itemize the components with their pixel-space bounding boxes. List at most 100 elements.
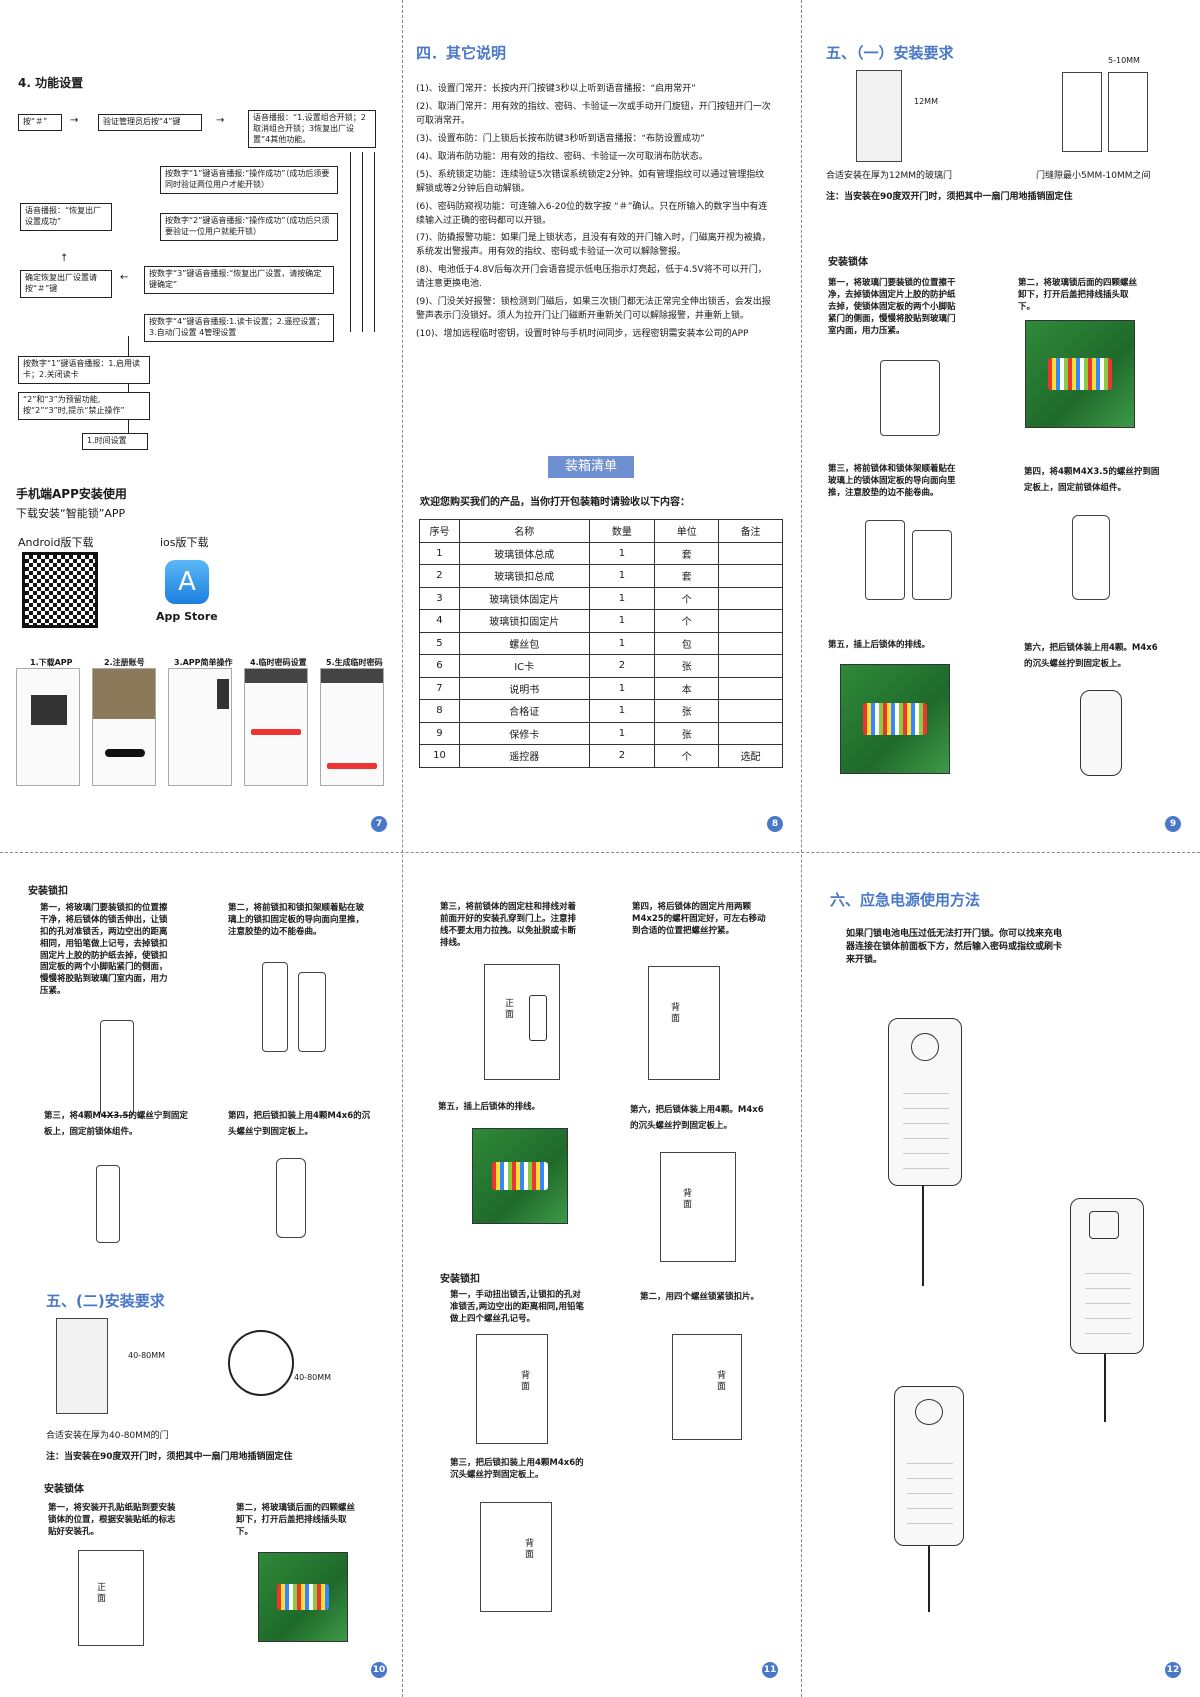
strike-step-2: 第二，将前锁扣和锁扣架顺着贴在玻璃上的锁扣固定板的导向面向里推，注意胶垫的边不能… xyxy=(228,903,365,937)
table-cell: 本 xyxy=(654,676,720,700)
table-cell: 张 xyxy=(654,654,720,678)
table-cell xyxy=(718,631,783,655)
step-label-4: 4.临时密码设置 xyxy=(250,658,307,667)
table-cell: 玻璃锁扣总成 xyxy=(458,564,590,588)
arrow-up-icon: ↑ xyxy=(60,253,69,264)
note-item: (10)、增加远程临时密钥，设置时钟与手机时间同步，远程密钥需安装本公司的APP xyxy=(416,329,749,340)
dim-gap: 5-10MM xyxy=(1108,56,1140,65)
door-step-4: 第四，将后锁体的固定片用两颗M4x25的螺杆固定好，可左右移动到合适的位置把螺丝… xyxy=(632,902,766,936)
function-setting-title: 4. 功能设置 xyxy=(18,76,84,90)
page-number-8: 8 xyxy=(767,816,783,832)
flow-line xyxy=(374,152,375,332)
page-number-7: 7 xyxy=(371,816,387,832)
flow-box-voice: 语音播报：“1.设置组合开锁；2取消组合开锁；3恢复出厂设置”4其他功能。 xyxy=(248,110,376,149)
zoom-detail-illustration xyxy=(228,1330,294,1396)
emergency-power-title: 六、应急电源使用方法 xyxy=(830,891,981,909)
page-number-10: 10 xyxy=(371,1662,387,1678)
app-title: 手机端APP安装使用 xyxy=(16,487,127,501)
table-cell: 3 xyxy=(419,586,460,610)
flow-line xyxy=(362,152,363,332)
body2-step-2: 第二，将玻璃锁后面的四颗螺丝卸下，打开后盖把排线插头取下。 xyxy=(236,1503,356,1537)
strike2-step-2: 第二，用四个螺丝锁紧锁扣片。 xyxy=(640,1292,760,1302)
door-back-illustration-4: 背面 xyxy=(672,1334,742,1440)
table-cell: 玻璃锁扣固定片 xyxy=(458,609,590,633)
table-cell: 1 xyxy=(588,541,656,565)
keypad-icon xyxy=(1085,1259,1131,1339)
table-cell: 2 xyxy=(588,654,656,678)
flow-box-confirm: 确定恢复出厂设置请按“＃”键 xyxy=(20,270,112,298)
cable-plug-photo xyxy=(840,664,950,774)
door-step-5: 第五，插上后锁体的排线。 xyxy=(438,1102,541,1112)
table-cell: 1 xyxy=(588,699,656,723)
table-cell: 包 xyxy=(654,631,720,655)
fingerprint-icon xyxy=(911,1033,939,1061)
circuit-photo xyxy=(1025,320,1135,428)
double-door-note: 注：当安装在90度双开门时，须把其中一扇门用地插销固定住 xyxy=(826,192,1073,202)
table-cell xyxy=(718,699,783,723)
note-item: (3)、设置布防：门上锁后长按布防键3秒听到语音播报：“布防设置成功” xyxy=(416,133,705,144)
other-notes-title: 四．其它说明 xyxy=(416,44,507,62)
note-item: (9)、门没关好报警：锁检测到门磁后，如果三次锁门都无法正常完全伸出锁舌，会发出… xyxy=(416,297,771,322)
table-cell: 张 xyxy=(654,721,720,745)
table-cell xyxy=(718,676,783,700)
table-cell: 个 xyxy=(654,586,720,610)
table-cell: 1 xyxy=(588,676,656,700)
smart-lock-illustration-3 xyxy=(894,1386,964,1546)
fold-line-1 xyxy=(402,0,403,1697)
table-cell: 玻璃锁体固定片 xyxy=(458,586,590,610)
col-header: 单位 xyxy=(654,519,720,543)
door-front-illustration-2: 正面 xyxy=(484,964,560,1080)
charger-cable xyxy=(1104,1354,1106,1422)
door-back-illustration-5: 背面 xyxy=(480,1502,552,1612)
flow-box-verify: 验证管理员后按“4”键 xyxy=(98,114,202,131)
smart-lock-illustration-1 xyxy=(888,1018,962,1186)
phone-screenshot-2 xyxy=(92,668,156,786)
door-step-3: 第三，将前锁体的固定柱和排线对着前面开好的安装孔穿到门上。注意排线不要太用力拉拽… xyxy=(440,902,577,948)
table-cell: IC卡 xyxy=(458,654,590,678)
table-cell: 套 xyxy=(654,541,720,565)
android-label: Android版下载 xyxy=(18,536,94,549)
packing-list-title: 装箱清单 xyxy=(548,456,634,478)
col-header: 序号 xyxy=(419,519,460,543)
qr-code-icon[interactable] xyxy=(22,552,98,628)
install-body-subtitle: 安装锁体 xyxy=(828,257,868,268)
install-strike-subtitle-2: 安装锁扣 xyxy=(440,1274,480,1285)
strike2-step-3: 第三，把后锁扣装上用4颗M4x6的沉头螺丝拧到固定板上。 xyxy=(450,1458,584,1480)
back-label: 背面 xyxy=(671,1003,681,1024)
table-cell: 1 xyxy=(588,631,656,655)
dim-12mm: 12MM xyxy=(914,97,938,106)
strike-step-1: 第一，将玻璃门要装锁扣的位置擦干净，将后锁体的锁舌伸出，让锁扣的孔对准锁舌，两边… xyxy=(40,903,168,997)
table-cell: 合格证 xyxy=(458,699,590,723)
table-cell: 5 xyxy=(419,631,460,655)
door-right-illustration xyxy=(1108,72,1148,152)
fingerprint-icon xyxy=(915,1399,943,1425)
note-item: (7)、防撬报警功能：如果门是上锁状态，且没有有效的开门输入时，门磁离开视为被撬… xyxy=(416,233,771,258)
table-cell xyxy=(718,541,783,565)
strike2-step-1: 第一，手动扭出锁舌,让锁扣的孔对准锁舌,两边空出的距离相同,用铅笔做上四个螺丝孔… xyxy=(450,1290,584,1324)
body-step-2: 第二，将玻璃锁后面的四颗螺丝卸下，打开后盖把排线插头取下。 xyxy=(1018,278,1138,312)
page-number-9: 9 xyxy=(1165,816,1181,832)
table-cell: 8 xyxy=(419,699,460,723)
flow-box-card: 按数字“1”键语音播报：1.启用读卡；2.关闭读卡 xyxy=(18,356,150,384)
lock-frame-illustration xyxy=(865,520,905,600)
flow-box-reset-ok: 语音播报：“恢复出厂设置成功” xyxy=(20,203,112,231)
table-cell: 遥控器 xyxy=(458,744,590,768)
caption-door: 合适安装在厚为40-80MM的门 xyxy=(46,1431,169,1441)
note-item: (5)、系统锁定功能：连续验证5次错误系统锁定2分钟。如有管理指纹可以通过管理指… xyxy=(416,169,765,194)
table-cell: 1 xyxy=(588,564,656,588)
rear-lock-illustration xyxy=(1080,690,1122,776)
app-store-label[interactable]: App Store xyxy=(156,610,218,623)
strike-screws-illustration xyxy=(96,1165,120,1243)
back-label: 背面 xyxy=(521,1371,531,1392)
app-store-icon[interactable]: A xyxy=(165,560,209,604)
rear-strike-illustration xyxy=(276,1158,306,1238)
step-label-2: 2.注册账号 xyxy=(104,658,145,667)
ios-label: ios版下载 xyxy=(160,536,209,549)
body-step-4: 第四，将4颗M4X3.5的螺丝拧到固定板上，固定前锁体组件。 xyxy=(1024,467,1160,494)
